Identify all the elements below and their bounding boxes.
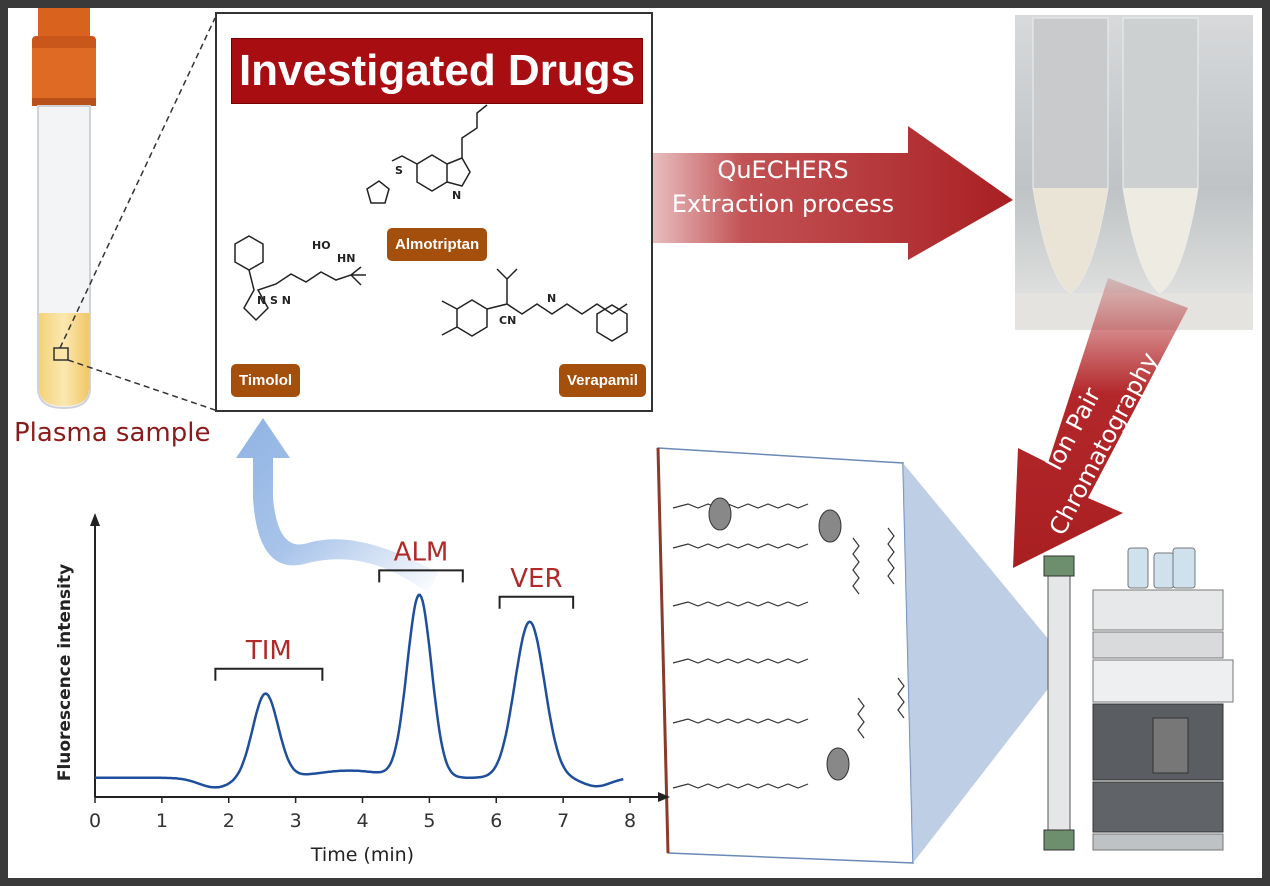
chemical-structures: N S N S N CN N HO HN xyxy=(234,104,628,342)
peak-bracket-alm xyxy=(378,569,464,583)
investigated-drugs-panel: Investigated Drugs N S N S N CN N HO HN Almotr… xyxy=(215,12,653,412)
drugs-panel-title: Investigated Drugs xyxy=(231,38,643,104)
x-tick-label: 5 xyxy=(423,810,435,832)
svg-text:N: N xyxy=(452,189,461,202)
x-axis-label: Time (min) xyxy=(310,844,414,866)
y-axis-arrow-icon xyxy=(90,513,100,526)
peak-bracket-tim xyxy=(214,667,324,681)
svg-text:N: N xyxy=(547,292,556,305)
x-tick-label: 6 xyxy=(490,810,502,832)
plasma-sample-label: Plasma sample xyxy=(14,418,211,448)
stationary-phase-illustration xyxy=(656,447,1068,864)
svg-text:S: S xyxy=(395,164,403,177)
svg-text:HN: HN xyxy=(337,252,355,265)
drug-tag-verapamil: Verapamil xyxy=(559,364,646,397)
x-tick-label: 4 xyxy=(356,810,368,832)
centrifuge-tubes-photo xyxy=(1015,15,1253,330)
extraction-line2: Extraction process xyxy=(671,190,895,218)
peak-label-tim: TIM xyxy=(245,636,292,666)
x-tick-label: 3 xyxy=(290,810,302,832)
y-axis-label: Fluorescence intensity xyxy=(55,564,75,781)
x-tick-label: 8 xyxy=(624,810,636,832)
x-tick-label: 7 xyxy=(557,810,569,832)
extraction-arrow-label: QuECHERS Extraction process xyxy=(658,153,908,221)
peak-label-ver: VER xyxy=(510,564,562,594)
peak-bracket-ver xyxy=(498,595,575,609)
hplc-instrument-icon xyxy=(1043,547,1234,851)
extraction-arrow xyxy=(598,126,1013,260)
svg-text:N S N: N S N xyxy=(257,294,291,307)
x-tick-label: 1 xyxy=(156,810,168,832)
chromatogram-line xyxy=(95,593,624,789)
drug-tag-almotriptan: Almotriptan xyxy=(387,228,488,261)
peak-label-alm: ALM xyxy=(394,537,449,567)
x-tick-label: 0 xyxy=(89,810,101,832)
drug-tag-timolol: Timolol xyxy=(231,364,301,397)
chromatography-arrow xyxy=(1013,278,1188,568)
svg-text:CN: CN xyxy=(499,314,516,327)
x-axis-arrow-icon xyxy=(658,792,670,802)
test-tube-icon xyxy=(32,8,96,410)
x-tick-label: 2 xyxy=(223,810,235,832)
back-arrow xyxy=(236,418,438,593)
svg-text:HO: HO xyxy=(312,239,331,252)
extraction-line1: QuECHERS xyxy=(717,156,849,184)
